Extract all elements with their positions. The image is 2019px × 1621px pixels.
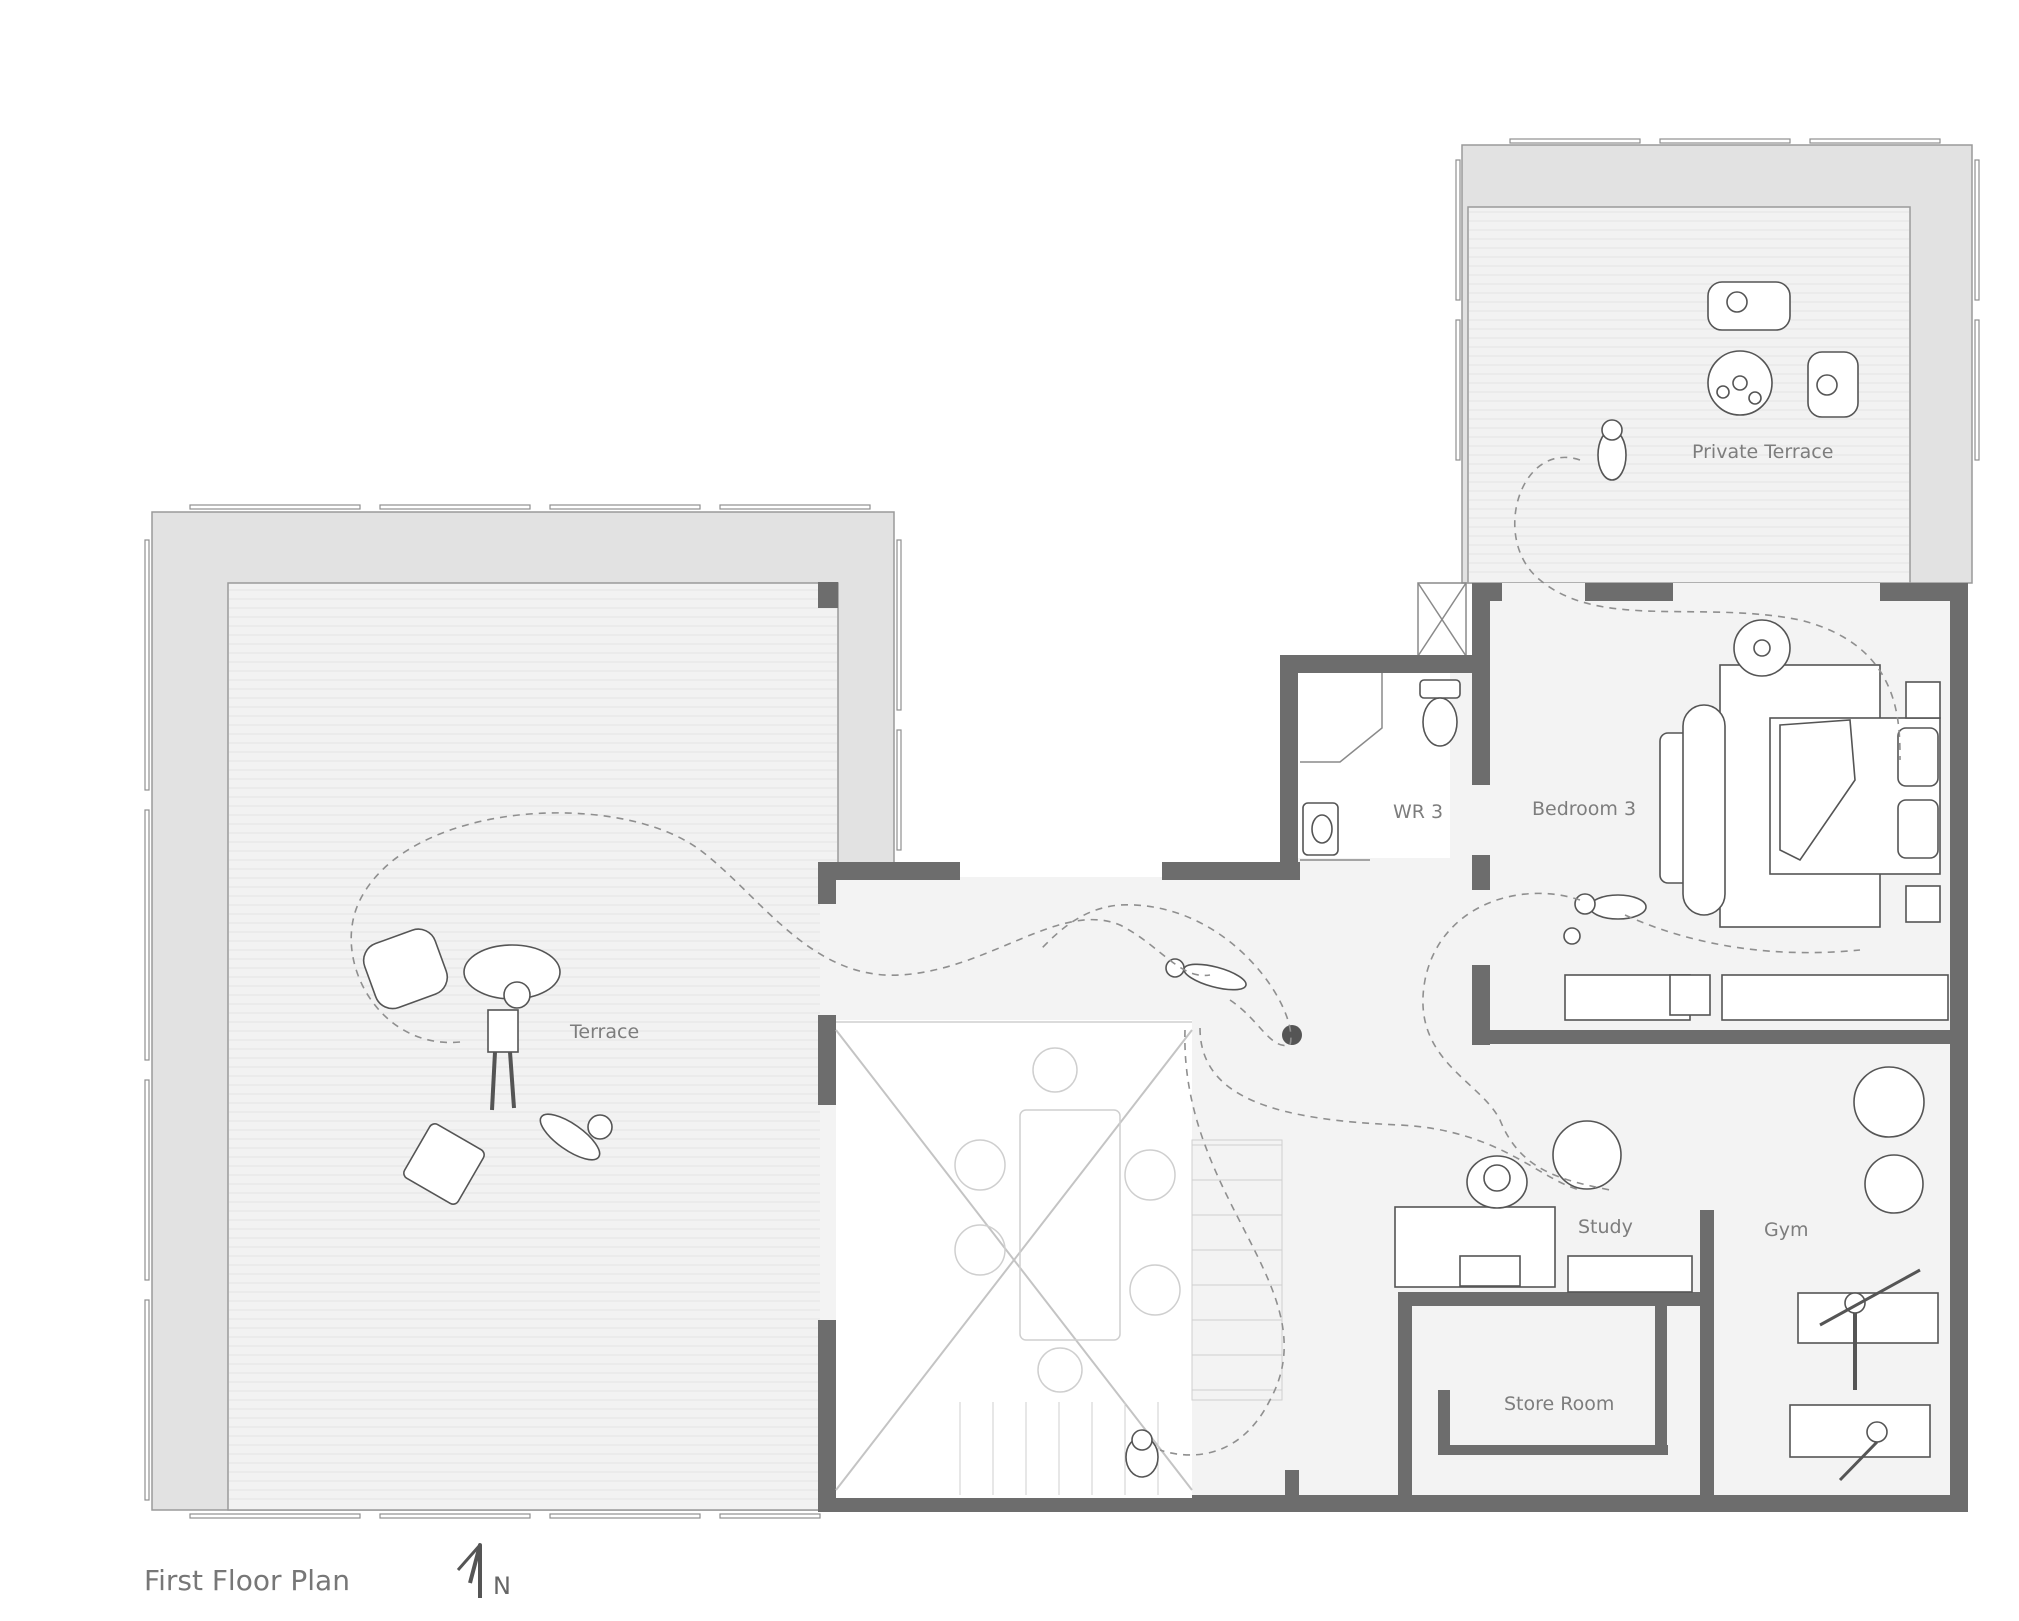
walls (818, 583, 1968, 1512)
sink-icon (1302, 802, 1339, 856)
person-icon (487, 981, 531, 1111)
bedroom-furniture (1564, 619, 1949, 1021)
dog-icon (1125, 1429, 1159, 1478)
person-icon (1726, 291, 1838, 396)
gym-label: Gym (1764, 1219, 1808, 1241)
person-icon (1466, 1155, 1528, 1209)
store-room-label: Store Room (1504, 1393, 1614, 1415)
gym-equipment (1789, 1066, 1939, 1482)
chair-icon (362, 928, 485, 1205)
person-icon (1819, 1268, 1921, 1390)
private-terrace-area (1417, 138, 1980, 657)
study-furniture (1394, 1120, 1693, 1293)
dog-icon (1574, 893, 1647, 920)
stair-void (835, 1020, 1283, 1498)
dog-movement-paths (350, 456, 1901, 1456)
terrace-deck-boards (229, 589, 837, 1500)
stair-treads-lower (959, 1402, 1159, 1495)
bedside-table-icon (1905, 681, 1941, 923)
bedroom3-label: Bedroom 3 (1532, 798, 1636, 820)
toilet-icon (1419, 679, 1461, 747)
north-label: N (493, 1572, 511, 1600)
stair-flight (1191, 1139, 1283, 1401)
plan-title: First Floor Plan (144, 1564, 350, 1597)
terrace-furniture (362, 928, 613, 1205)
person-icon (1838, 1421, 1888, 1482)
wr3-fixtures (1300, 673, 1461, 861)
stair-treads-upper (1191, 1139, 1283, 1401)
dog-icon (1597, 419, 1627, 481)
study-label: Study (1578, 1216, 1633, 1238)
dog-icon (1165, 958, 1247, 991)
private-terrace-furniture (1707, 281, 1859, 418)
terrace-area (144, 504, 902, 1519)
plant-icon (1733, 619, 1791, 677)
private-terrace-deck-boards (1469, 211, 1909, 573)
wr3-label: WR 3 (1393, 801, 1443, 823)
chair-icon (1707, 281, 1859, 418)
terrace-railing (144, 504, 902, 1519)
north-arrow-icon (456, 1543, 482, 1598)
terrace-label: Terrace (569, 1021, 639, 1043)
room-labels: Terrace Private Terrace WR 3 Bedroom 3 S… (569, 441, 1833, 1415)
private-terrace-label: Private Terrace (1692, 441, 1833, 463)
dog-icon (539, 1113, 613, 1161)
